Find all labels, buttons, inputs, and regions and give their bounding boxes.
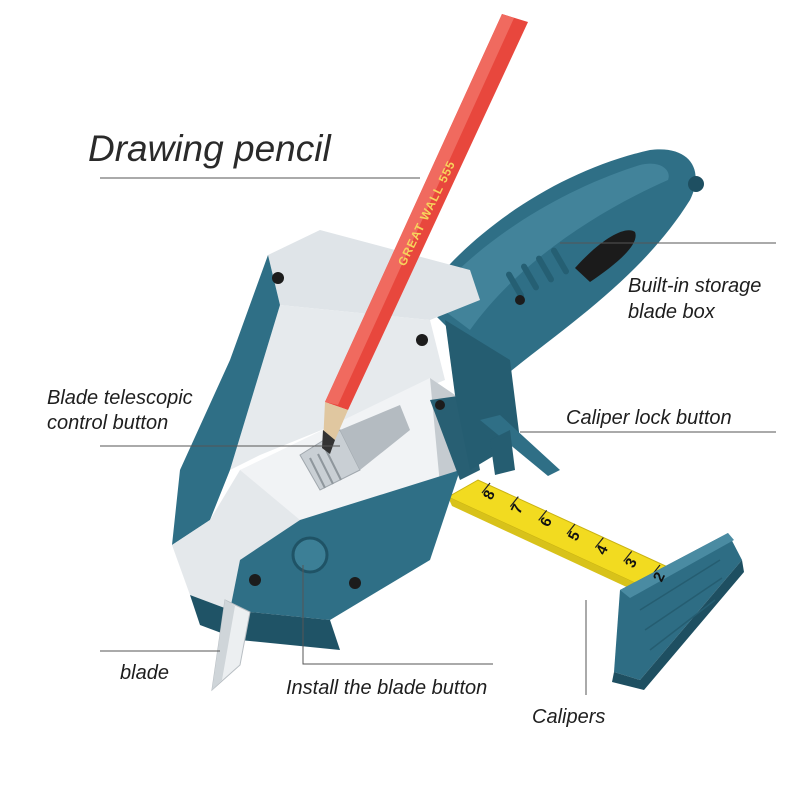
tape-tick-mark	[594, 537, 604, 549]
tape-tick-mark	[509, 496, 519, 508]
screws	[249, 272, 525, 589]
caliper-plate	[612, 533, 744, 690]
tape-tick-mark	[566, 523, 576, 535]
label-calipers: Calipers	[532, 706, 606, 728]
leader-lines	[100, 177, 776, 695]
label-telescopic-line1: Blade telescopic	[47, 387, 193, 409]
label-caliper-lock: Caliper lock button	[566, 407, 732, 429]
tape-tick-mark	[538, 509, 548, 521]
label-storage-line2: blade box	[628, 301, 715, 323]
install-button-shape	[291, 536, 329, 574]
label-drawing-pencil: Drawing pencil	[88, 128, 331, 169]
tool-handle	[420, 149, 704, 380]
label-storage-line1: Built-in storage	[628, 275, 762, 297]
tape-measure	[446, 479, 671, 596]
label-install-button: Install the blade button	[286, 677, 488, 699]
pencil	[322, 14, 528, 454]
tape-tick-mark	[481, 482, 491, 494]
tape-tick-mark	[623, 550, 633, 562]
label-blade: blade	[120, 662, 169, 684]
label-telescopic-line2: control button	[47, 412, 169, 434]
caliper-lock	[480, 415, 560, 476]
